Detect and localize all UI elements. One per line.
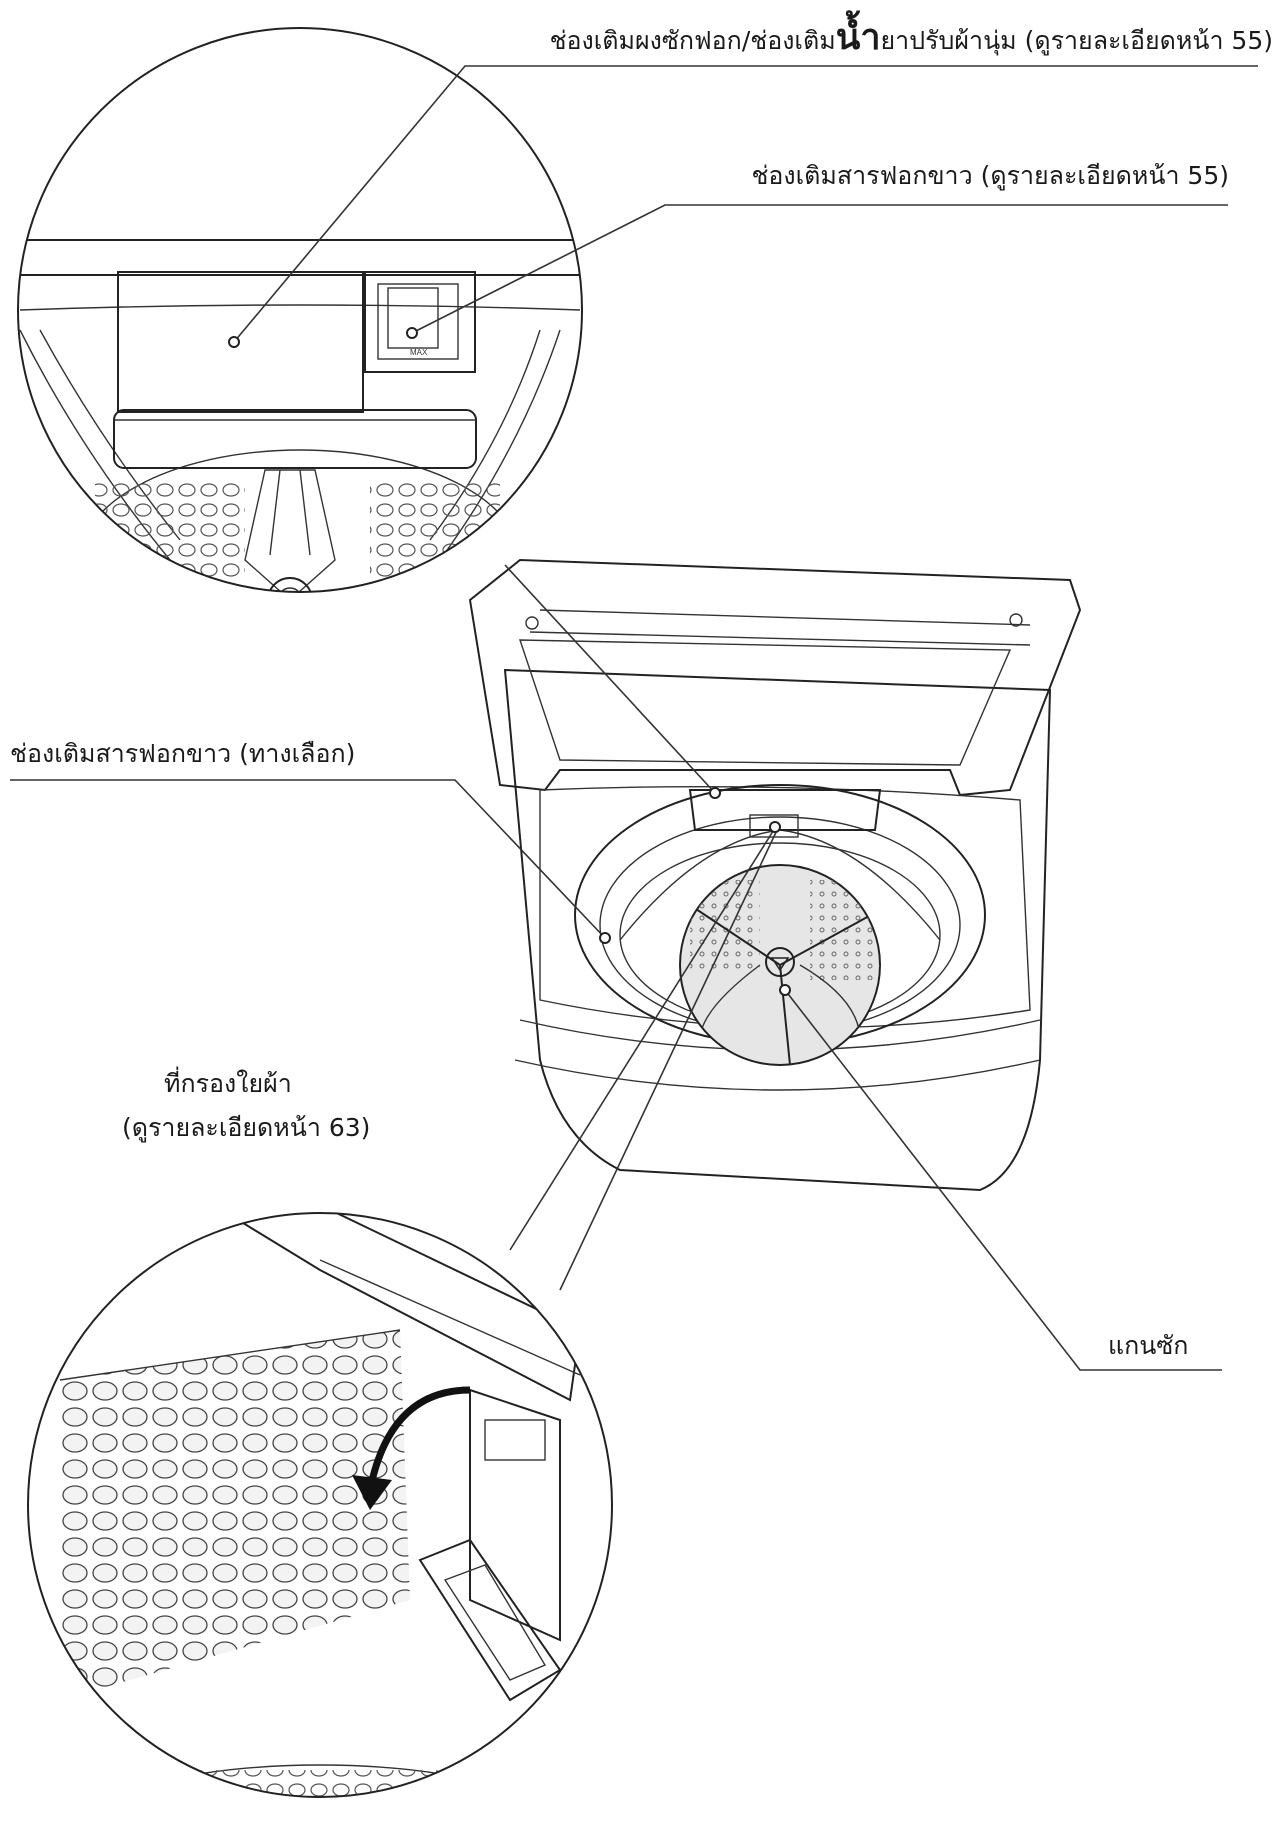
detail-circle-lint-filter bbox=[27, 1212, 613, 1798]
washing-machine bbox=[468, 558, 1082, 1192]
label-detergent-softener-dispenser: ช่องเติมผงซักฟอก/ช่องเติมน้ำยาปรับผ้านุ่… bbox=[549, 20, 1273, 57]
label-detergent-part2: น้ำ bbox=[835, 17, 881, 58]
label-bleach-dispenser: ช่องเติมสารฟอกขาว (ดูรายละเอียดหน้า 55) bbox=[751, 161, 1229, 190]
label-bleach-optional: ช่องเติมสารฟอกขาว (ทางเลือก) bbox=[10, 739, 356, 768]
detail-circle-dispenser: MAX bbox=[17, 27, 583, 593]
max-mark: MAX bbox=[410, 348, 428, 357]
label-pulsator: แกนซัก bbox=[1108, 1331, 1189, 1360]
label-detergent-part3: ยาปรับผ้านุ่ม (ดูรายละเอียดหน้า 55) bbox=[880, 26, 1273, 55]
leader-lines bbox=[10, 65, 1258, 1371]
label-lint-filter-page-ref: (ดูรายละเอียดหน้า 63) bbox=[122, 1113, 371, 1142]
label-lint-filter: ที่กรองใยผ้า bbox=[164, 1069, 292, 1098]
label-detergent-part1: ช่องเติมผงซักฟอก/ช่องเติม bbox=[549, 26, 836, 55]
